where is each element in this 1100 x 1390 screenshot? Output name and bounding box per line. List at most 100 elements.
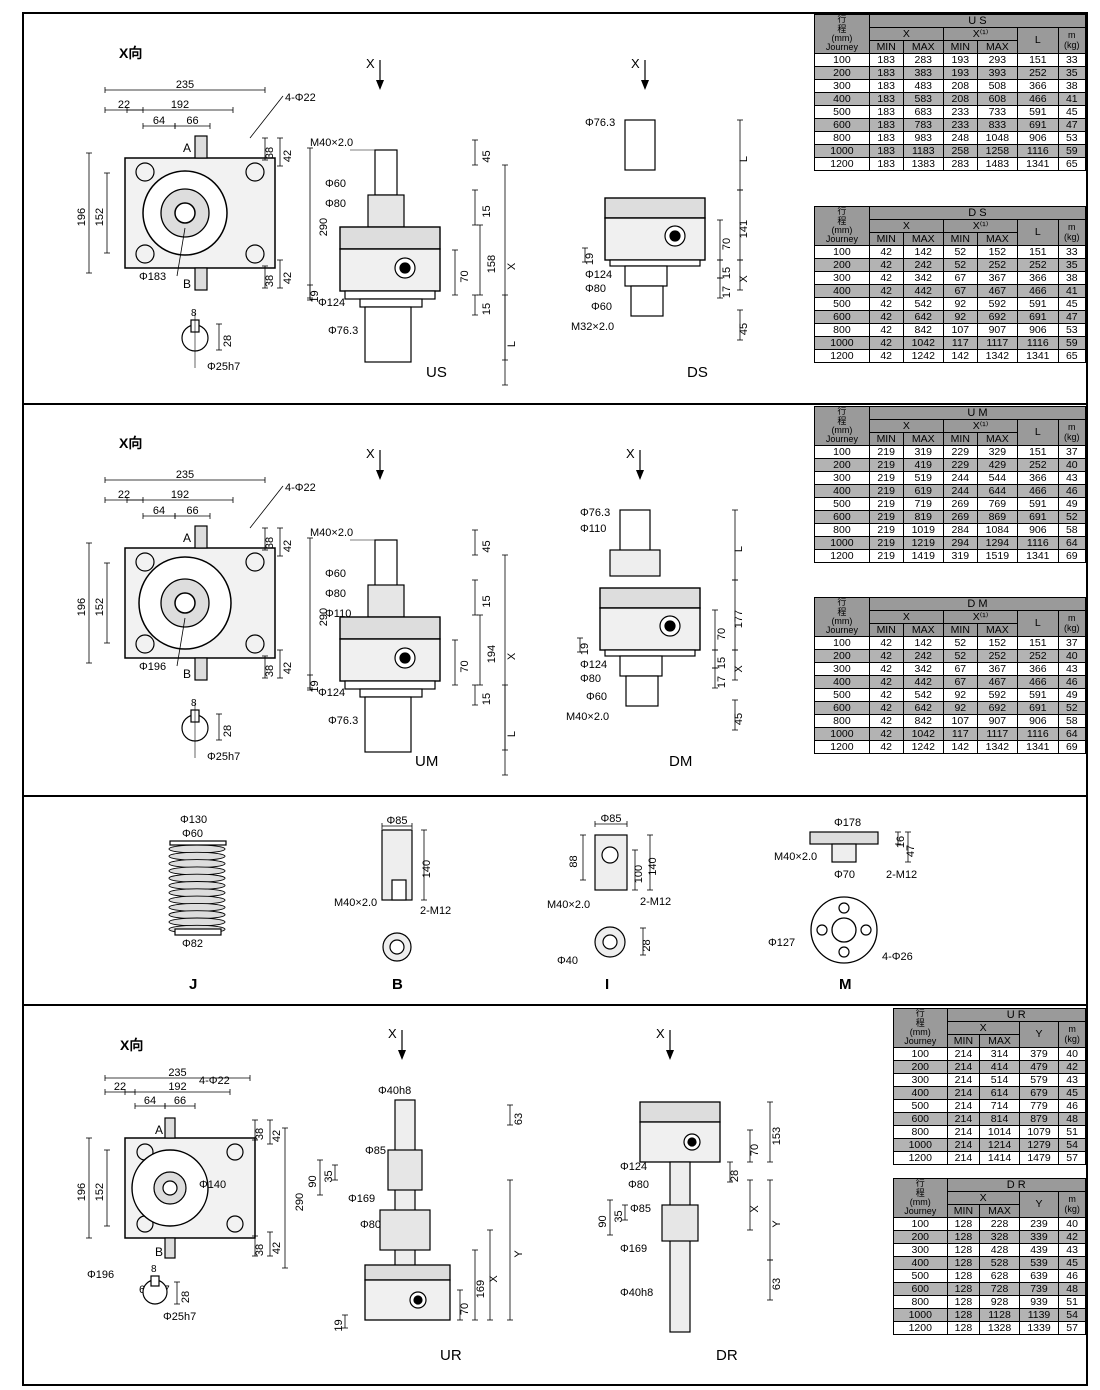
table-cell: 1139 xyxy=(1018,1308,1060,1322)
part-circle xyxy=(135,634,155,654)
part-circle xyxy=(860,924,872,936)
table-cell: 43 xyxy=(1057,662,1087,676)
max-header: MAX xyxy=(976,40,1019,54)
dimension-label: Φ60 xyxy=(325,568,346,580)
table-cell: 1328 xyxy=(979,1321,1020,1335)
part-circle xyxy=(687,1137,697,1147)
table-cell: 193 xyxy=(942,53,978,67)
table-cell: 252 xyxy=(1017,458,1059,472)
dimension-label: Φ25h7 xyxy=(207,751,240,763)
table-cell: 400 xyxy=(814,92,870,106)
dimension-label: Φ130 xyxy=(180,814,207,826)
dimension-label: 42 xyxy=(282,540,294,552)
dimension-label: X xyxy=(631,56,640,71)
dimension-label: 42 xyxy=(282,662,294,674)
table-cell: 37 xyxy=(1057,636,1087,650)
table-cell: 252 xyxy=(1017,66,1059,80)
table-cell: 728 xyxy=(979,1282,1020,1296)
min-header: MIN xyxy=(942,623,978,637)
dimension-label: M40×2.0 xyxy=(334,897,377,909)
table-cell: 1000 xyxy=(814,336,870,350)
table-cell: 592 xyxy=(976,688,1019,702)
dimension-label: 88 xyxy=(568,855,580,867)
table-cell: 45 xyxy=(1058,1086,1086,1100)
section-divider xyxy=(22,403,1088,405)
table-cell: 200 xyxy=(814,258,870,272)
table-cell: 907 xyxy=(976,714,1019,728)
table-cell: 1000 xyxy=(814,144,870,158)
table-cell: 642 xyxy=(902,310,944,324)
table-cell: 183 xyxy=(868,53,904,67)
table-cell: 342 xyxy=(902,271,944,285)
dimension-label: X xyxy=(749,1205,761,1213)
table-cell: 57 xyxy=(1058,1321,1086,1335)
table-cell: 46 xyxy=(1058,1269,1086,1283)
dimension-label: Φ76.3 xyxy=(328,715,358,727)
part-circle xyxy=(245,162,265,182)
part-circle xyxy=(601,846,619,864)
table-cell: 100 xyxy=(814,636,870,650)
table-cell: 52 xyxy=(942,245,978,259)
table-cell: 248 xyxy=(942,131,978,145)
dimension-label: L xyxy=(506,731,518,737)
dimension-label: 290 xyxy=(318,608,330,626)
dimension-label: 4-Φ26 xyxy=(882,951,913,963)
dimension-label: X xyxy=(388,1026,397,1041)
table-cell: 400 xyxy=(814,484,870,498)
table-cell: 591 xyxy=(1017,297,1059,311)
dimension-label: 15 xyxy=(481,595,493,607)
dimension-label: 38 xyxy=(254,1128,266,1140)
part-circle xyxy=(135,162,155,182)
table-cell: 542 xyxy=(902,688,944,702)
y-header: Y xyxy=(1018,1021,1060,1048)
table-cell: 1419 xyxy=(902,549,944,563)
table-cell: 366 xyxy=(1017,79,1059,93)
bellows-fold xyxy=(168,851,226,861)
dimension-label: 4-Φ22 xyxy=(285,92,316,104)
table-cell: 283 xyxy=(942,157,978,171)
table-cell: 733 xyxy=(976,105,1019,119)
table-cell: 48 xyxy=(1058,1112,1086,1126)
x1-header: X⁽¹⁾ xyxy=(942,610,1019,624)
table-cell: 769 xyxy=(976,497,1019,511)
table-cell: 1042 xyxy=(902,727,944,741)
table-cell: 100 xyxy=(814,53,870,67)
dimension-label: 15 xyxy=(481,303,493,315)
view-label-us: US xyxy=(426,364,447,381)
x1-header: X⁽¹⁾ xyxy=(942,27,1019,41)
dimension-label: 4-Φ22 xyxy=(199,1075,230,1087)
dimension-label: 38 xyxy=(264,665,276,677)
table-cell: 42 xyxy=(868,727,904,741)
table-cell: 800 xyxy=(814,323,870,337)
part-outline xyxy=(387,1149,423,1191)
dimension-label: X xyxy=(738,275,750,283)
table-cell: 64 xyxy=(1057,536,1087,550)
dimension-label: 235 xyxy=(176,79,194,91)
dimension-label: Φ40 xyxy=(557,955,578,967)
table-cell: 252 xyxy=(1017,258,1059,272)
table-cell: 214 xyxy=(946,1099,981,1113)
part-outline xyxy=(639,1121,721,1163)
arrow-icon xyxy=(398,1050,406,1060)
min-header: MIN xyxy=(868,232,904,246)
table-cell: 65 xyxy=(1057,349,1087,363)
dimension-label: M40×2.0 xyxy=(566,711,609,723)
table-cell: 40 xyxy=(1058,1217,1086,1231)
journey-header: 行程(mm)Journey xyxy=(814,206,870,246)
dimension-label: M32×2.0 xyxy=(571,321,614,333)
part-outline xyxy=(599,587,701,609)
dimension-label: 16 xyxy=(895,836,907,848)
table-cell: 467 xyxy=(976,675,1019,689)
journey-header: 行程(mm)Journey xyxy=(814,406,870,446)
dimension-label: A xyxy=(155,1123,163,1137)
mass-header: m(kg) xyxy=(1058,1021,1086,1048)
dimension-label: B xyxy=(183,277,191,291)
table-cell: 151 xyxy=(1017,245,1059,259)
x-header: X xyxy=(946,1021,1020,1035)
